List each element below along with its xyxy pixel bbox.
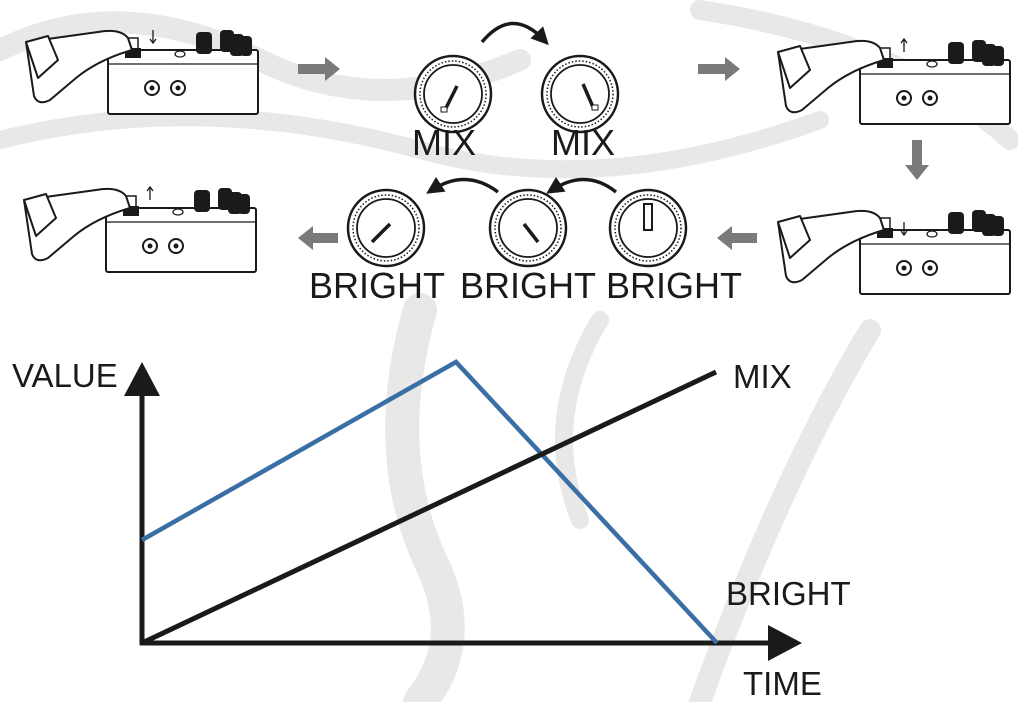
press-down-arrow-icon [149, 30, 908, 237]
pedal-icon [25, 29, 259, 115]
curved-arrow-icon [546, 176, 618, 194]
pedal-icon [23, 187, 257, 273]
mix-label: MIX [551, 122, 615, 163]
pedal-icon [777, 209, 1011, 295]
curved-arrow-icon [426, 176, 500, 194]
bright-label: BRIGHT [606, 265, 742, 306]
bright-series-label: BRIGHT [726, 575, 851, 612]
knob-icon [540, 54, 620, 134]
straight-arrow-icon [298, 57, 340, 81]
value-time-graph [124, 359, 802, 661]
x-axis-label: TIME [743, 665, 822, 702]
curved-arrow-icon [480, 21, 549, 46]
mix-series-label: MIX [733, 358, 792, 395]
knob-icon [346, 188, 426, 268]
straight-arrow-icon [698, 57, 740, 81]
press-up-arrow-icon [146, 37, 908, 200]
straight-arrow-icon [298, 226, 338, 250]
bright-label: BRIGHT [460, 265, 596, 306]
knob-icon [413, 54, 493, 134]
x-axis-arrowhead [768, 625, 802, 661]
y-axis-arrowhead [124, 362, 160, 396]
mix-line [140, 369, 718, 646]
knob-icon [608, 188, 688, 268]
y-axis-label: VALUE [12, 357, 118, 394]
bright-label: BRIGHT [309, 265, 445, 306]
bright-line [140, 359, 719, 645]
straight-arrow-icon [905, 140, 929, 180]
mix-label: MIX [412, 122, 476, 163]
pedal-icon [777, 39, 1011, 125]
knob-icon [488, 188, 568, 268]
straight-arrow-icon [717, 226, 757, 250]
